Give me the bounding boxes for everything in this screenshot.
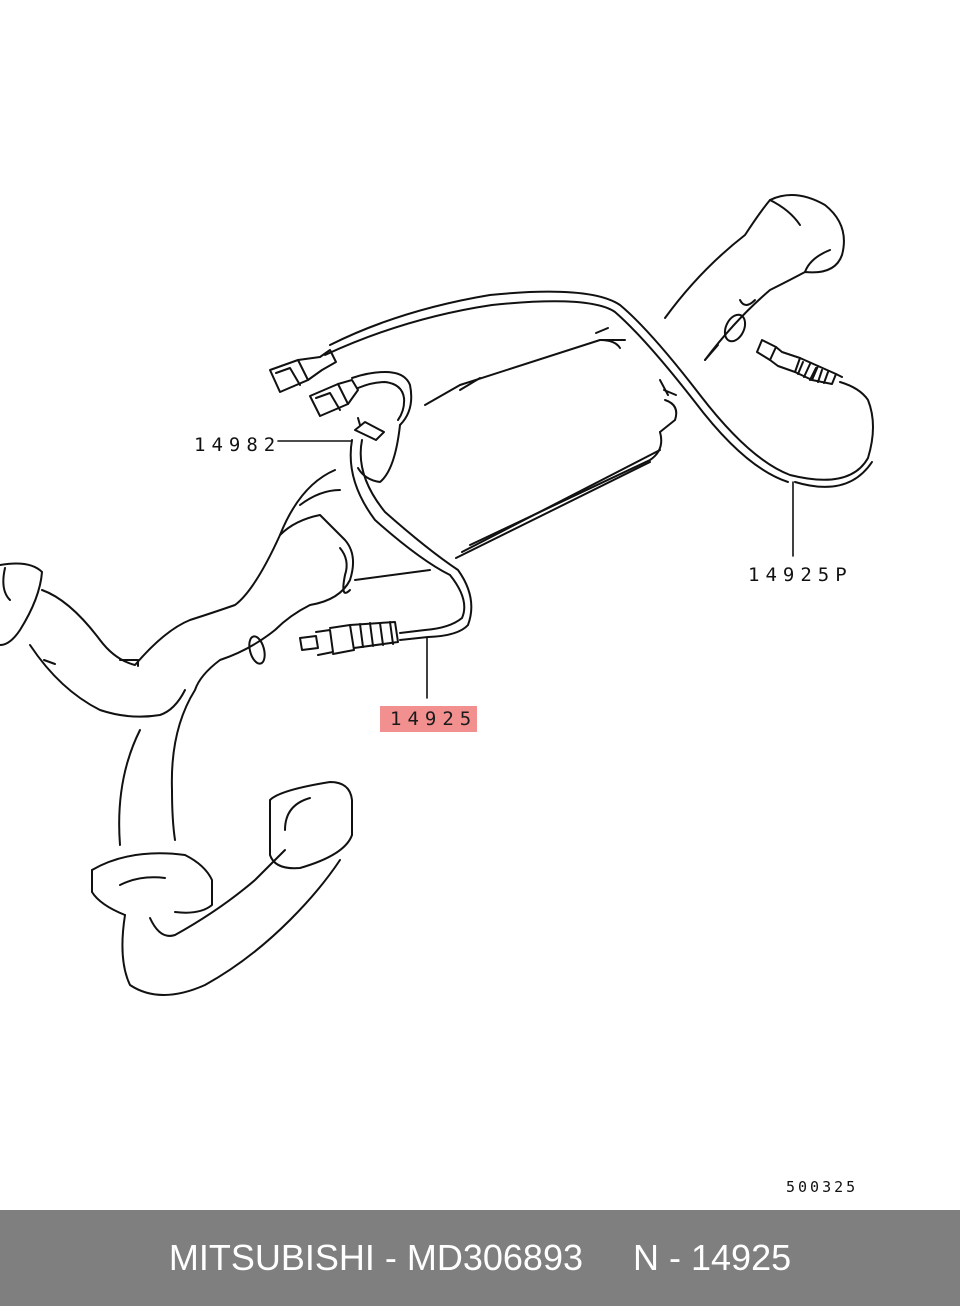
footer-part-number: MD306893 — [406, 1237, 583, 1278]
footer-brand: MITSUBISHI — [168, 1237, 375, 1278]
right-exhaust-pipe — [664, 194, 845, 361]
footer-gap — [583, 1237, 633, 1279]
exhaust-oxygen-sensor-diagram — [0, 194, 874, 996]
passenger-sensor-wire — [324, 290, 874, 488]
highlighted-oxygen-sensor — [299, 621, 399, 656]
footer-reference: N - 14925 — [633, 1237, 792, 1278]
label-passenger-sensor: 14925P — [748, 564, 853, 586]
highlighted-sensor-wire — [349, 417, 473, 641]
footer-separator: - — [374, 1237, 407, 1278]
left-exhaust-pipe — [0, 469, 355, 996]
passenger-oxygen-sensor — [756, 339, 843, 385]
catalytic-converter — [339, 339, 678, 594]
label-tie-strap: 14982 — [194, 434, 282, 456]
label-highlighted-sensor[interactable]: 14925 — [380, 706, 478, 732]
drawing-code: 500325 — [786, 1178, 859, 1196]
harness-connectors — [269, 349, 413, 426]
part-info-footer: MITSUBISHI - MD306893 N - 14925 — [0, 1210, 960, 1306]
leader-lines — [277, 440, 794, 699]
